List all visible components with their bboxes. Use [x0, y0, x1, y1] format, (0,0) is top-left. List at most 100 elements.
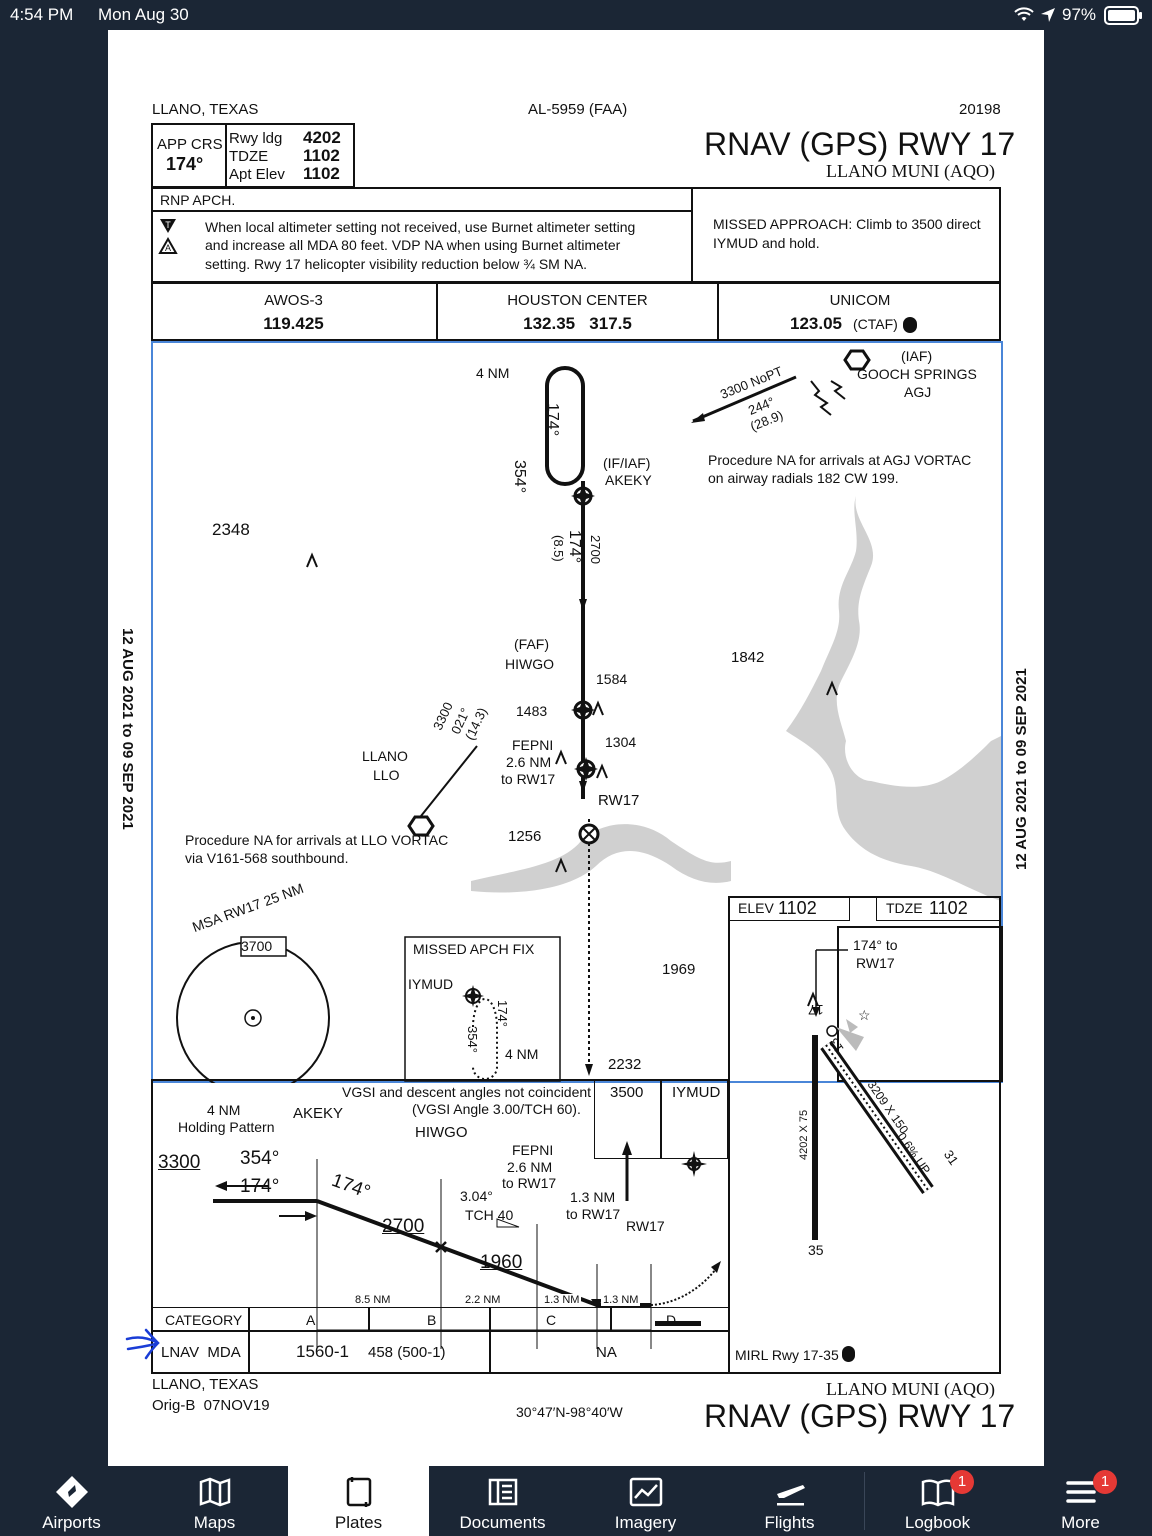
tab-plates-label: Plates — [334, 1513, 383, 1532]
footer-city: LLANO, TEXAS — [152, 1376, 259, 1393]
obstacle-2232: 2232 — [608, 1056, 642, 1073]
profile-inbound: 174° — [240, 1176, 280, 1197]
rwy-ldg-label: Rwy ldg — [229, 130, 283, 147]
elev-label: ELEV — [738, 900, 774, 916]
obstacle-1969: 1969 — [662, 961, 696, 978]
tab-flights[interactable]: Flights — [718, 1466, 861, 1536]
procedure-title: RNAV (GPS) RWY 17 — [704, 126, 1016, 162]
hold-distance: 4 NM — [476, 365, 510, 381]
plane-icon — [776, 1485, 805, 1506]
obstacle-1842: 1842 — [731, 649, 765, 666]
documents-icon — [488, 1478, 517, 1506]
segment-3: 1.3 NM — [542, 1294, 582, 1306]
tab-maps-label: Maps — [193, 1513, 236, 1532]
leg-altitude: 2700 — [588, 535, 603, 564]
tdze-label: TDZE — [229, 148, 269, 165]
hold-outbound-course: 354° — [511, 460, 528, 494]
unicom-freq: 123.05 — [790, 314, 842, 333]
app-crs: 174° — [166, 154, 204, 174]
category-b: B — [427, 1312, 437, 1328]
more-badge: 1 — [1093, 1470, 1117, 1494]
footer-coords: 30°47′N-98°40′W — [516, 1404, 623, 1420]
tab-logbook[interactable]: 1 Logbook — [866, 1466, 1009, 1536]
profile-hold-2: Holding Pattern — [178, 1119, 275, 1135]
msa-altitude: 3700 — [241, 938, 273, 954]
tab-documents[interactable]: Documents — [431, 1466, 574, 1536]
footer-airport: LLANO MUNI (AQO) — [826, 1379, 995, 1399]
plate-icon — [346, 1477, 371, 1507]
tab-airports[interactable]: Airports — [0, 1466, 143, 1536]
menu-icon — [1065, 1481, 1096, 1503]
minima-col-3 — [368, 1307, 370, 1330]
location-icon — [1041, 8, 1055, 22]
llo-note-1: Procedure NA for arrivals at LLO VORTAC — [185, 832, 449, 848]
mapf-distance: 4 NM — [505, 1046, 539, 1062]
tab-maps[interactable]: Maps — [143, 1466, 286, 1536]
comms-divider-1 — [436, 282, 438, 341]
tab-more[interactable]: 1 More — [1009, 1466, 1152, 1536]
vgsi-note-1: VGSI and descent angles not coincident — [342, 1084, 592, 1100]
agj-note-1: Procedure NA for arrivals at AGJ VORTAC — [708, 452, 972, 468]
compass-icon — [55, 1476, 88, 1508]
plan-view[interactable] — [151, 341, 1003, 1083]
svg-text:A: A — [165, 243, 171, 253]
profile-tch: TCH 40 — [465, 1207, 514, 1223]
leg-course: 174° — [566, 530, 583, 564]
pcl-icon — [903, 317, 917, 333]
airport-name: LLANO MUNI (AQO) — [826, 161, 995, 181]
llo-label: LLO — [373, 767, 400, 783]
status-date: Mon Aug 30 — [98, 5, 189, 24]
obstacle-1584: 1584 — [596, 671, 628, 687]
mapf-outbound: 354° — [465, 1026, 480, 1053]
note-line-3: setting. Rwy 17 helicopter visibility re… — [205, 256, 588, 272]
tab-plates[interactable]: Plates — [288, 1466, 429, 1536]
runway-diagram: ☆ — [812, 949, 934, 1240]
profile-vdp-to: to RW17 — [566, 1206, 621, 1222]
tab-logbook-label: Logbook — [904, 1513, 971, 1532]
battery-icon — [1104, 6, 1142, 25]
tab-imagery[interactable]: Imagery — [574, 1466, 717, 1536]
fepni-to: to RW17 — [501, 771, 556, 787]
vgsi-note-2: (VGSI Angle 3.00/TCH 60). — [412, 1101, 581, 1117]
tdze-diagram-value: 1102 — [929, 898, 968, 918]
profile-akeky: AKEKY — [293, 1105, 344, 1122]
rwy35-marker: 35 — [808, 1242, 824, 1258]
category-c: C — [546, 1312, 557, 1328]
missed-fix-name: IYMUD — [672, 1084, 721, 1101]
category-label: CATEGORY — [165, 1312, 243, 1328]
elev-box — [728, 896, 850, 921]
note-line-1: When local altimeter setting not receive… — [205, 219, 636, 235]
missed-icon-divider — [660, 1079, 662, 1159]
footer-title: RNAV (GPS) RWY 17 — [704, 1398, 1016, 1434]
profile-hold-1: 4 NM — [207, 1102, 241, 1118]
rwy17-marker: 17 — [808, 1002, 824, 1018]
wifi-icon — [1014, 7, 1034, 21]
if-iaf-label: (IF/IAF) — [603, 455, 651, 471]
hiwgo-label: HIWGO — [505, 656, 554, 672]
missed-approach-2: IYMUD and hold. — [713, 235, 820, 251]
status-bar: 4:54 PM Mon Aug 30 97% — [0, 0, 1152, 30]
llo-note-2: via V161-568 southbound. — [185, 850, 349, 866]
battery-percent: 97% — [1062, 5, 1097, 24]
svg-text:T: T — [165, 220, 171, 230]
crs-note: 174° to — [853, 937, 898, 953]
logbook-badge: 1 — [950, 1470, 974, 1494]
mapf-inbound: 174° — [495, 1000, 510, 1027]
approach-plate[interactable]: LLANO, TEXAS AL-5959 (FAA) 20198 RNAV (G… — [108, 30, 1044, 1466]
rwy17-dimensions: 4202 X 75 — [798, 1109, 810, 1160]
profile-alt-1960: 1960 — [480, 1252, 523, 1273]
obstacle-1256: 1256 — [508, 828, 542, 845]
rw17-label: RW17 — [598, 792, 640, 809]
unicom-label: UNICOM — [829, 292, 891, 309]
tdze-box — [876, 896, 1001, 921]
rnp-note: RNP APCH. — [160, 192, 236, 208]
ctaf-label: (CTAF) — [853, 316, 898, 332]
gooch-label: GOOCH SPRINGS — [857, 366, 977, 382]
profile-fepni-to: to RW17 — [502, 1175, 557, 1191]
header-chart-id: AL-5959 (FAA) — [528, 101, 628, 118]
comms-divider-2 — [717, 282, 719, 341]
minima-col-1 — [248, 1307, 250, 1374]
validity-right: 12 AUG 2021 to 09 SEP 2021 — [1013, 668, 1030, 870]
profile-alt-3300: 3300 — [158, 1152, 201, 1173]
tab-imagery-label: Imagery — [614, 1513, 677, 1532]
